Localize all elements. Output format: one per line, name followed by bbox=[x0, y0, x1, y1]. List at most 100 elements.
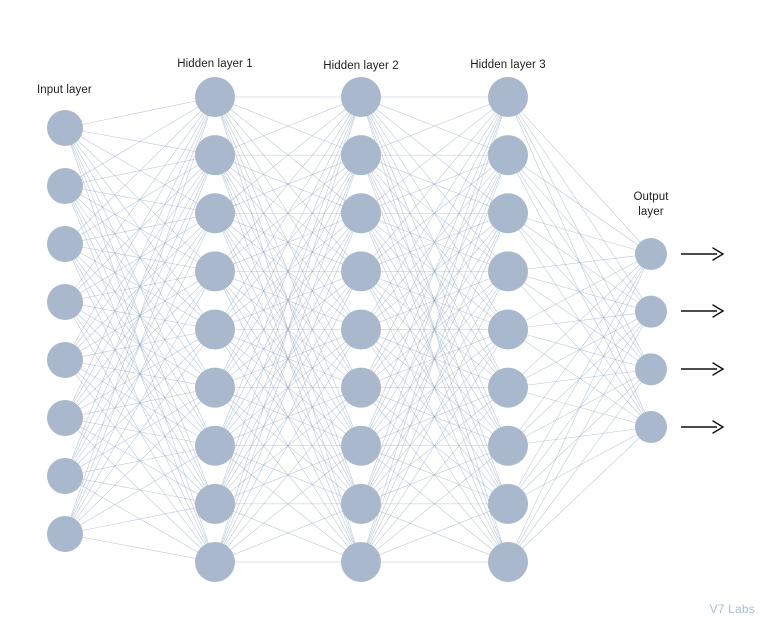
layer-label-hidden1: Hidden layer 1 bbox=[177, 58, 253, 70]
neuron-node-hidden1-5 bbox=[195, 309, 235, 350]
connection-edge bbox=[64, 96, 216, 129]
neuron-node-hidden1-8 bbox=[195, 483, 235, 524]
connection-edge bbox=[64, 213, 216, 535]
v7-labs-watermark: V7 Labs bbox=[709, 602, 755, 616]
neuron-node-input-8 bbox=[47, 516, 83, 552]
connection-edge bbox=[507, 311, 652, 563]
connection-edge bbox=[360, 387, 509, 563]
neuron-node-hidden2-2 bbox=[341, 135, 381, 176]
neuron-node-input-6 bbox=[47, 400, 83, 436]
neuron-node-hidden3-3 bbox=[488, 193, 528, 234]
neuron-node-output-3 bbox=[635, 353, 667, 386]
neuron-node-hidden3-5 bbox=[488, 309, 528, 350]
connection-edge bbox=[214, 96, 362, 214]
connection-edge bbox=[360, 96, 509, 156]
neuron-node-output-2 bbox=[635, 295, 667, 328]
neuron-node-hidden2-5 bbox=[341, 309, 381, 350]
connection-edge bbox=[507, 154, 652, 255]
connection-edge bbox=[214, 96, 362, 272]
connection-edges bbox=[64, 96, 652, 563]
connection-edge bbox=[507, 369, 652, 563]
output-arrow-4 bbox=[681, 420, 725, 434]
connection-edge bbox=[64, 96, 216, 303]
connection-edge bbox=[64, 155, 216, 535]
connection-edge bbox=[360, 155, 509, 563]
neuron-node-hidden1-9 bbox=[195, 542, 235, 582]
connection-edge bbox=[64, 329, 216, 535]
neuron-node-output-4 bbox=[635, 411, 667, 443]
connection-edge bbox=[360, 503, 509, 563]
neuron-node-hidden1-1 bbox=[195, 77, 235, 117]
neuron-node-hidden3-7 bbox=[488, 425, 528, 466]
neuron-node-hidden1-2 bbox=[195, 135, 235, 176]
neuron-node-hidden2-9 bbox=[341, 542, 381, 582]
connection-edge bbox=[64, 96, 216, 419]
arrow-head-icon bbox=[712, 304, 725, 318]
connection-edge bbox=[507, 212, 652, 255]
connection-edge bbox=[360, 96, 509, 388]
neuron-node-input-4 bbox=[47, 284, 83, 320]
connection-edge bbox=[64, 96, 216, 477]
connection-edge bbox=[507, 253, 652, 563]
neuron-node-hidden3-1 bbox=[488, 77, 528, 117]
arrow-head-icon bbox=[712, 247, 725, 261]
connection-edge bbox=[214, 155, 362, 563]
connection-edge bbox=[507, 253, 652, 330]
connection-edge bbox=[64, 503, 216, 535]
connection-edge bbox=[507, 426, 652, 563]
neuron-node-input-1 bbox=[47, 110, 83, 146]
connection-edge bbox=[214, 387, 362, 563]
neuron-node-hidden2-3 bbox=[341, 193, 381, 234]
connection-edge bbox=[360, 96, 509, 272]
neuron-node-hidden3-2 bbox=[488, 135, 528, 176]
neuron-node-hidden3-9 bbox=[488, 542, 528, 582]
connection-edge bbox=[360, 271, 509, 563]
neuron-node-hidden3-6 bbox=[488, 367, 528, 408]
neuron-node-hidden1-7 bbox=[195, 425, 235, 466]
neuron-node-hidden1-6 bbox=[195, 367, 235, 408]
neuron-node-hidden1-3 bbox=[195, 193, 235, 234]
neuron-node-hidden2-7 bbox=[341, 425, 381, 466]
layer-label-hidden3: Hidden layer 3 bbox=[470, 59, 546, 71]
connection-edge bbox=[360, 96, 509, 504]
connection-edge bbox=[64, 271, 216, 535]
connection-edge bbox=[64, 533, 216, 563]
layer-label-hidden2: Hidden layer 2 bbox=[323, 60, 399, 72]
connection-edge bbox=[64, 387, 216, 535]
neuron-node-hidden2-8 bbox=[341, 483, 381, 524]
connection-edge bbox=[64, 96, 216, 187]
connection-edge bbox=[507, 253, 652, 388]
output-arrow-1 bbox=[681, 247, 725, 261]
connection-edge bbox=[214, 213, 362, 563]
output-arrow-3 bbox=[681, 362, 725, 376]
connection-edge bbox=[214, 96, 362, 563]
connection-edge bbox=[214, 503, 362, 563]
connection-edge bbox=[507, 253, 652, 446]
layer-label-output: Output layer bbox=[633, 191, 669, 218]
connection-edge bbox=[507, 253, 652, 505]
connection-edge bbox=[214, 271, 362, 563]
connection-edge bbox=[507, 253, 652, 272]
arrow-head-icon bbox=[712, 362, 725, 376]
connection-edge bbox=[64, 96, 216, 245]
neuron-node-hidden2-6 bbox=[341, 367, 381, 408]
neuron-node-input-3 bbox=[47, 226, 83, 262]
connection-edge bbox=[214, 96, 362, 156]
neuron-node-hidden2-4 bbox=[341, 251, 381, 292]
neuron-node-hidden3-8 bbox=[488, 483, 528, 524]
connection-edge bbox=[214, 96, 362, 330]
connection-edge bbox=[360, 96, 509, 330]
arrow-head-icon bbox=[712, 420, 725, 434]
layer-label-input: Input layer bbox=[37, 84, 92, 96]
neuron-node-input-7 bbox=[47, 458, 83, 494]
connection-edge bbox=[360, 213, 509, 563]
connection-edge bbox=[64, 96, 216, 535]
connection-edge bbox=[214, 329, 362, 563]
connection-edge bbox=[507, 96, 652, 255]
neuron-node-hidden3-4 bbox=[488, 251, 528, 292]
connection-edge bbox=[360, 96, 509, 446]
connection-edge bbox=[64, 96, 216, 361]
neuron-nodes bbox=[47, 77, 667, 582]
connection-edge bbox=[360, 96, 509, 214]
